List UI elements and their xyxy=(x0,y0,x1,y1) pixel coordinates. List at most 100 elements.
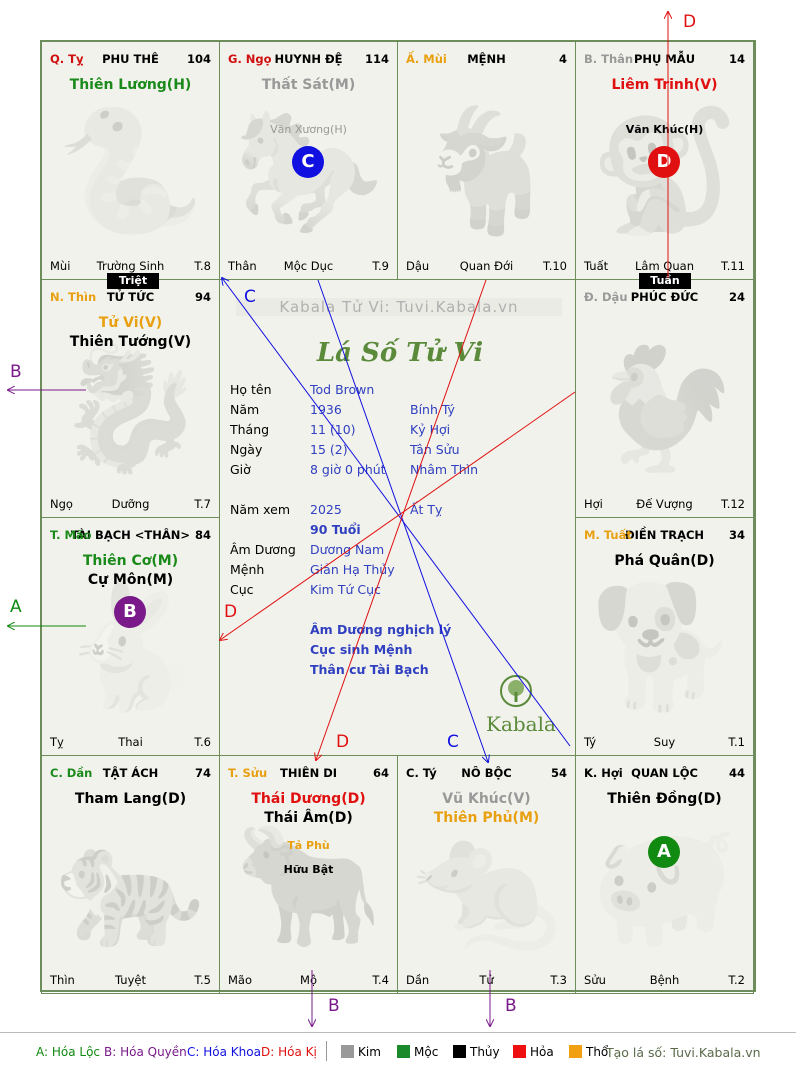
main-star: Cự Môn(M) xyxy=(87,572,174,588)
info-key: Tháng xyxy=(230,422,270,437)
palace-footer-stage: Mộc Dục xyxy=(283,259,334,273)
minor-star: Hữu Bật xyxy=(283,863,334,876)
palace-can-chi: K. Hợi xyxy=(584,766,623,780)
kabala-logo-text: Kabala xyxy=(486,712,556,736)
palace-name: TÀI BẠCH <THÂN> xyxy=(70,528,191,542)
khoa-line-2 xyxy=(317,279,488,762)
info-value: 90 Tuổi xyxy=(310,522,361,537)
palace-header: TẬT ÁCH C. Dần 74 xyxy=(50,766,211,782)
legend-element: Thổ xyxy=(569,1045,608,1059)
info-key: Ngày xyxy=(230,442,263,457)
minor-star: Tả Phù xyxy=(287,839,330,852)
palace-number: 104 xyxy=(186,52,211,66)
main-star: Vũ Khúc(V) xyxy=(442,791,531,807)
palace-number: 84 xyxy=(194,528,211,542)
main-stars: Tử Vi(V)Thiên Tướng(V) xyxy=(42,314,219,352)
palace-footer-age: T.6 xyxy=(194,735,211,749)
legend-swatch xyxy=(341,1045,354,1058)
legend-element-label: Hỏa xyxy=(530,1045,554,1059)
legend-hoa-khoa: C: Hóa Khoa xyxy=(187,1045,261,1059)
palace-name: TỬ TỨC xyxy=(106,290,155,304)
palace-can-chi: M. Tuất xyxy=(584,528,632,542)
palace-number: 74 xyxy=(194,766,211,780)
info-value-2: Ất Tỵ xyxy=(410,502,443,517)
arrow-label-left-b: B xyxy=(10,362,22,382)
palace-footer-age: T.2 xyxy=(728,973,745,987)
info-key: Cục xyxy=(230,582,254,597)
palace-footer: Đế Vượng Hợi T.12 xyxy=(584,497,745,511)
palace-can-chi: T. Sửu xyxy=(228,766,268,780)
palace-number: 54 xyxy=(550,766,567,780)
palace-footer: Mộ Mão T.4 xyxy=(228,973,389,987)
info-note: Cục sinh Mệnh xyxy=(310,642,413,657)
palace-footer-age: T.8 xyxy=(194,259,211,273)
info-key: Họ tên xyxy=(230,382,272,397)
legend-hoa-loc: A: Hóa Lộc xyxy=(36,1045,101,1059)
main-stars: Thất Sát(M) xyxy=(220,76,397,95)
palace-name: THIÊN DI xyxy=(279,766,338,780)
main-stars: Vũ Khúc(V)Thiên Phủ(M) xyxy=(398,790,575,828)
palace-number: 34 xyxy=(728,528,745,542)
palace-footer-branch: Mão xyxy=(228,973,253,987)
palace-header: THIÊN DI T. Sửu 64 xyxy=(228,766,389,782)
palace-number: 44 xyxy=(728,766,745,780)
main-star: Liêm Trinh(V) xyxy=(611,77,718,93)
main-star: Thất Sát(M) xyxy=(261,77,356,93)
palace-can-chi: T. Mão xyxy=(50,528,92,542)
palace-number: 24 xyxy=(728,290,745,304)
palace-footer-branch: Tuất xyxy=(584,259,609,273)
transform-marker-a: A xyxy=(648,836,680,868)
kabala-logo: Kabala xyxy=(486,674,556,736)
brand-watermark: Kabala Tử Vi: Tuvi.Kabala.vn xyxy=(236,298,562,316)
main-stars: Thiên Đồng(D) xyxy=(576,790,753,809)
info-value: 15 (2) xyxy=(310,442,348,457)
palace-footer-age: T.4 xyxy=(372,973,389,987)
palace-can-chi: Đ. Dậu xyxy=(584,290,628,304)
palace-footer-age: T.7 xyxy=(194,497,211,511)
palace-footer-branch: Tỵ xyxy=(50,735,64,749)
palace-can-chi: Q. Tỵ xyxy=(50,52,84,66)
palace-name: TẬT ÁCH xyxy=(102,766,159,780)
palace-footer-age: T.12 xyxy=(721,497,745,511)
legend-element: Hỏa xyxy=(513,1045,554,1059)
arrow-label-inner-c2: C xyxy=(447,732,459,752)
main-star: Phá Quân(D) xyxy=(614,553,715,569)
palace-footer-stage: Mộ xyxy=(300,973,317,987)
legend-element: Mộc xyxy=(397,1045,438,1059)
palace-name: PHỤ MẪU xyxy=(633,52,696,66)
palace-can-chi: C. Dần xyxy=(50,766,93,780)
main-star: Tham Lang(D) xyxy=(74,791,187,807)
info-value: 1936 xyxy=(310,402,342,417)
legend-swatch xyxy=(453,1045,466,1058)
legend-bar: A: Hóa Lộc B: Hóa Quyền C: Hóa Khoa D: H… xyxy=(0,1032,796,1071)
palace-can-chi: G. Ngọ xyxy=(228,52,272,66)
palace-footer-branch: Thìn xyxy=(50,973,75,987)
palace-footer-branch: Dậu xyxy=(406,259,430,273)
minor-stars: Văn Khúc(H) xyxy=(576,118,753,142)
palace-name: HUYNH ĐỆ xyxy=(274,52,343,66)
main-stars: Thiên Cơ(M)Cự Môn(M) xyxy=(42,552,219,590)
info-value: Giản Hạ Thủy xyxy=(310,562,395,577)
ki-line-2 xyxy=(316,279,487,760)
transform-marker-c: C xyxy=(292,146,324,178)
palace-footer-stage: Đế Vượng xyxy=(636,497,693,511)
palace-footer-age: T.9 xyxy=(372,259,389,273)
info-key: Năm xem xyxy=(230,502,291,517)
palace-footer-stage: Trường Sinh xyxy=(96,259,165,273)
palace-number: 64 xyxy=(372,766,389,780)
palace-name: PHÚC ĐỨC xyxy=(630,290,699,304)
palace-footer-stage: Lâm Quan xyxy=(635,259,694,273)
arrow-label-inner-d1: D xyxy=(224,602,238,622)
main-star: Thiên Lương(H) xyxy=(69,77,192,93)
palace-footer-branch: Sửu xyxy=(584,973,606,987)
palace-footer-branch: Hợi xyxy=(584,497,603,511)
